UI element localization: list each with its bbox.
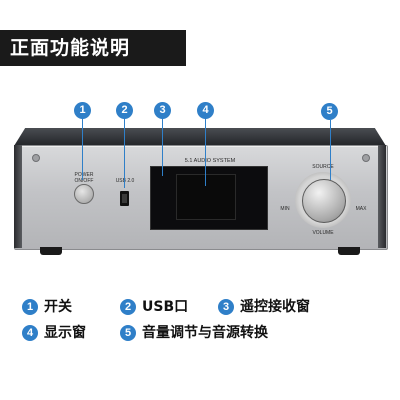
legend-label: 遥控接收窗	[240, 299, 310, 315]
legend-label: 开关	[44, 299, 72, 315]
device-side-right	[378, 145, 386, 248]
legend-item-power: 1 开关	[22, 298, 72, 316]
screw-icon	[362, 154, 370, 162]
legend-item-ir-receiver: 3 遥控接收窗	[218, 298, 310, 316]
leader-line-2	[124, 116, 125, 188]
legend-label: USB口	[142, 299, 189, 315]
page-title-banner: 正面功能说明	[0, 30, 186, 66]
leader-line-4	[205, 116, 206, 186]
legend-label: 音量调节与音源转换	[142, 325, 268, 341]
volume-label: VOLUME	[312, 230, 334, 236]
legend-item-usb: 2 USB口	[120, 298, 188, 316]
screw-icon	[32, 154, 40, 162]
callout-marker-1: 1	[74, 102, 91, 119]
device-top-lid	[14, 128, 386, 146]
callout-marker-2: 2	[116, 102, 133, 119]
device-foot-right	[338, 247, 360, 255]
usb-label: USB 2.0	[115, 178, 135, 184]
usb-port-icon[interactable]	[120, 191, 129, 206]
leader-line-1	[82, 116, 83, 180]
legend-number: 2	[120, 299, 136, 315]
max-label: MAX	[355, 206, 367, 212]
callout-marker-5: 5	[321, 103, 338, 120]
legend-item-volume-source: 5 音量调节与音源转换	[120, 324, 268, 342]
device-side-left	[14, 145, 22, 248]
legend-item-display: 4 显示窗	[22, 324, 86, 342]
min-label: MIN	[280, 206, 290, 212]
callout-marker-4: 4	[197, 102, 214, 119]
leader-line-5	[330, 120, 331, 180]
callout-marker-3: 3	[154, 102, 171, 119]
legend-number: 1	[22, 299, 38, 315]
display-window	[176, 174, 236, 220]
volume-source-knob[interactable]	[302, 179, 346, 223]
power-button[interactable]	[74, 184, 94, 204]
legend-label: 显示窗	[44, 325, 86, 341]
source-label: SOURCE	[312, 164, 334, 170]
legend-number: 5	[120, 325, 136, 341]
legend-number: 3	[218, 299, 234, 315]
legend-number: 4	[22, 325, 38, 341]
leader-line-3	[162, 116, 163, 176]
system-label: 5.1 AUDIO SYSTEM	[184, 158, 236, 164]
device-foot-left	[40, 247, 62, 255]
power-label: POWER ON/OFF	[74, 172, 94, 184]
